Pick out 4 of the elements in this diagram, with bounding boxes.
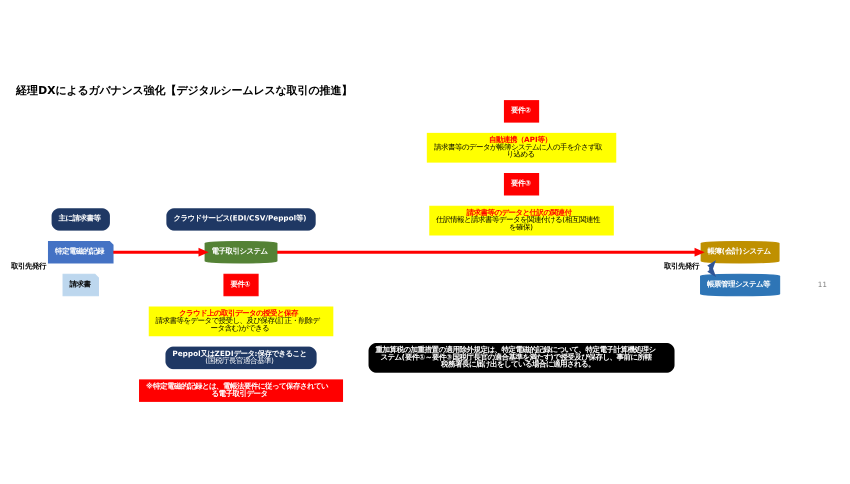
arrow <box>707 260 716 277</box>
diagram-title: 経理DXによるガバナンス強化【デジタルシームレスな取引の推進】 <box>16 83 353 96</box>
arrow <box>113 247 209 256</box>
arrow <box>277 247 705 256</box>
